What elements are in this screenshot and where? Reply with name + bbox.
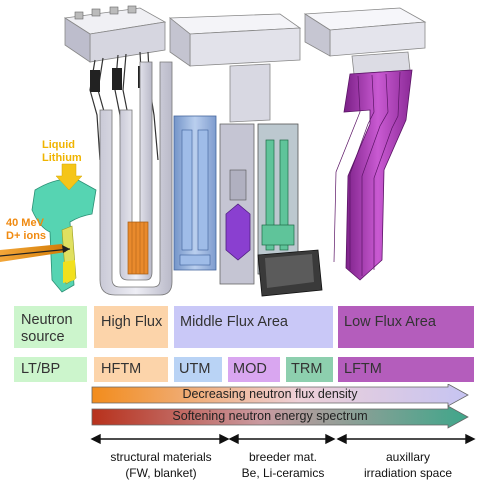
energy-spectrum-label: Softening neutron energy spectrum <box>172 409 368 423</box>
auxiliary-space-label: auxillary irradiation space <box>363 450 453 480</box>
flux-density-label: Decreasing neutron flux density <box>182 387 358 401</box>
zone-low-flux: Low Flux Area <box>338 306 474 348</box>
zone-neutron-source: Neutron source <box>14 306 87 348</box>
module-ltbp: LT/BP <box>14 357 87 382</box>
structural-materials-label: structural materials (FW, blanket) <box>110 450 212 480</box>
module-hftm: HFTM <box>94 357 168 382</box>
module-trm: TRM <box>286 357 333 382</box>
application-range-arrows <box>90 433 476 445</box>
zone-middle-flux: Middle Flux Area <box>174 306 333 348</box>
lithium-target-drawing <box>31 163 97 293</box>
gradient-arrows <box>91 384 469 429</box>
hftm-module-drawing <box>63 5 173 296</box>
energy-spectrum-arrow <box>91 405 469 429</box>
module-mod: MOD <box>228 357 280 382</box>
zone-high-flux: High Flux <box>94 306 168 348</box>
lftm-drawing <box>303 7 427 281</box>
breeder-materials-label: breeder mat. Be, Li-ceramics <box>241 450 325 480</box>
deuteron-beam-drawing <box>0 244 71 262</box>
module-lftm: LFTM <box>338 357 474 382</box>
module-utm: UTM <box>174 357 222 382</box>
flux-density-arrow <box>91 384 469 407</box>
middle-flux-drawing <box>168 13 323 297</box>
